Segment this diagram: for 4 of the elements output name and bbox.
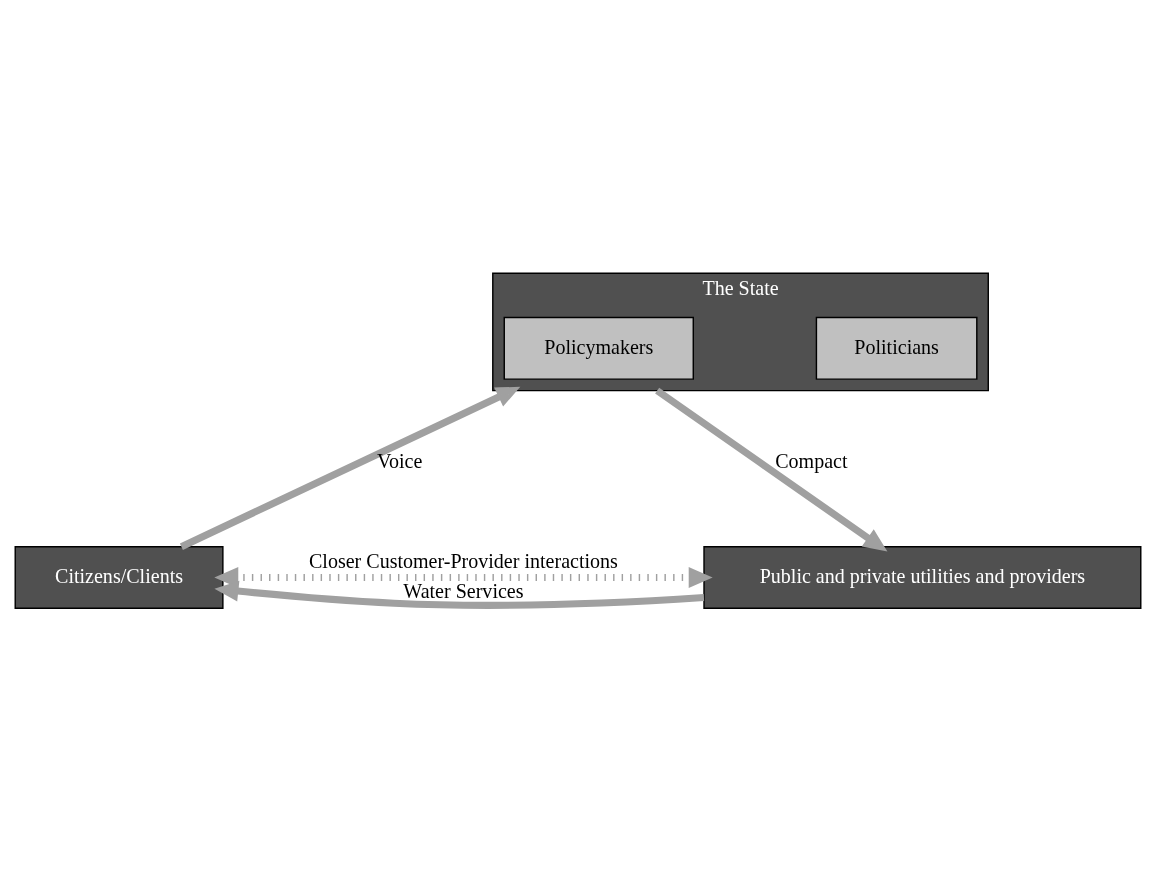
edge-label: Closer Customer-Provider interactions [308,549,618,572]
edge-label: Compact [775,449,848,472]
edge-label: Voice [377,449,423,472]
edge-label: Water Services [403,579,524,602]
